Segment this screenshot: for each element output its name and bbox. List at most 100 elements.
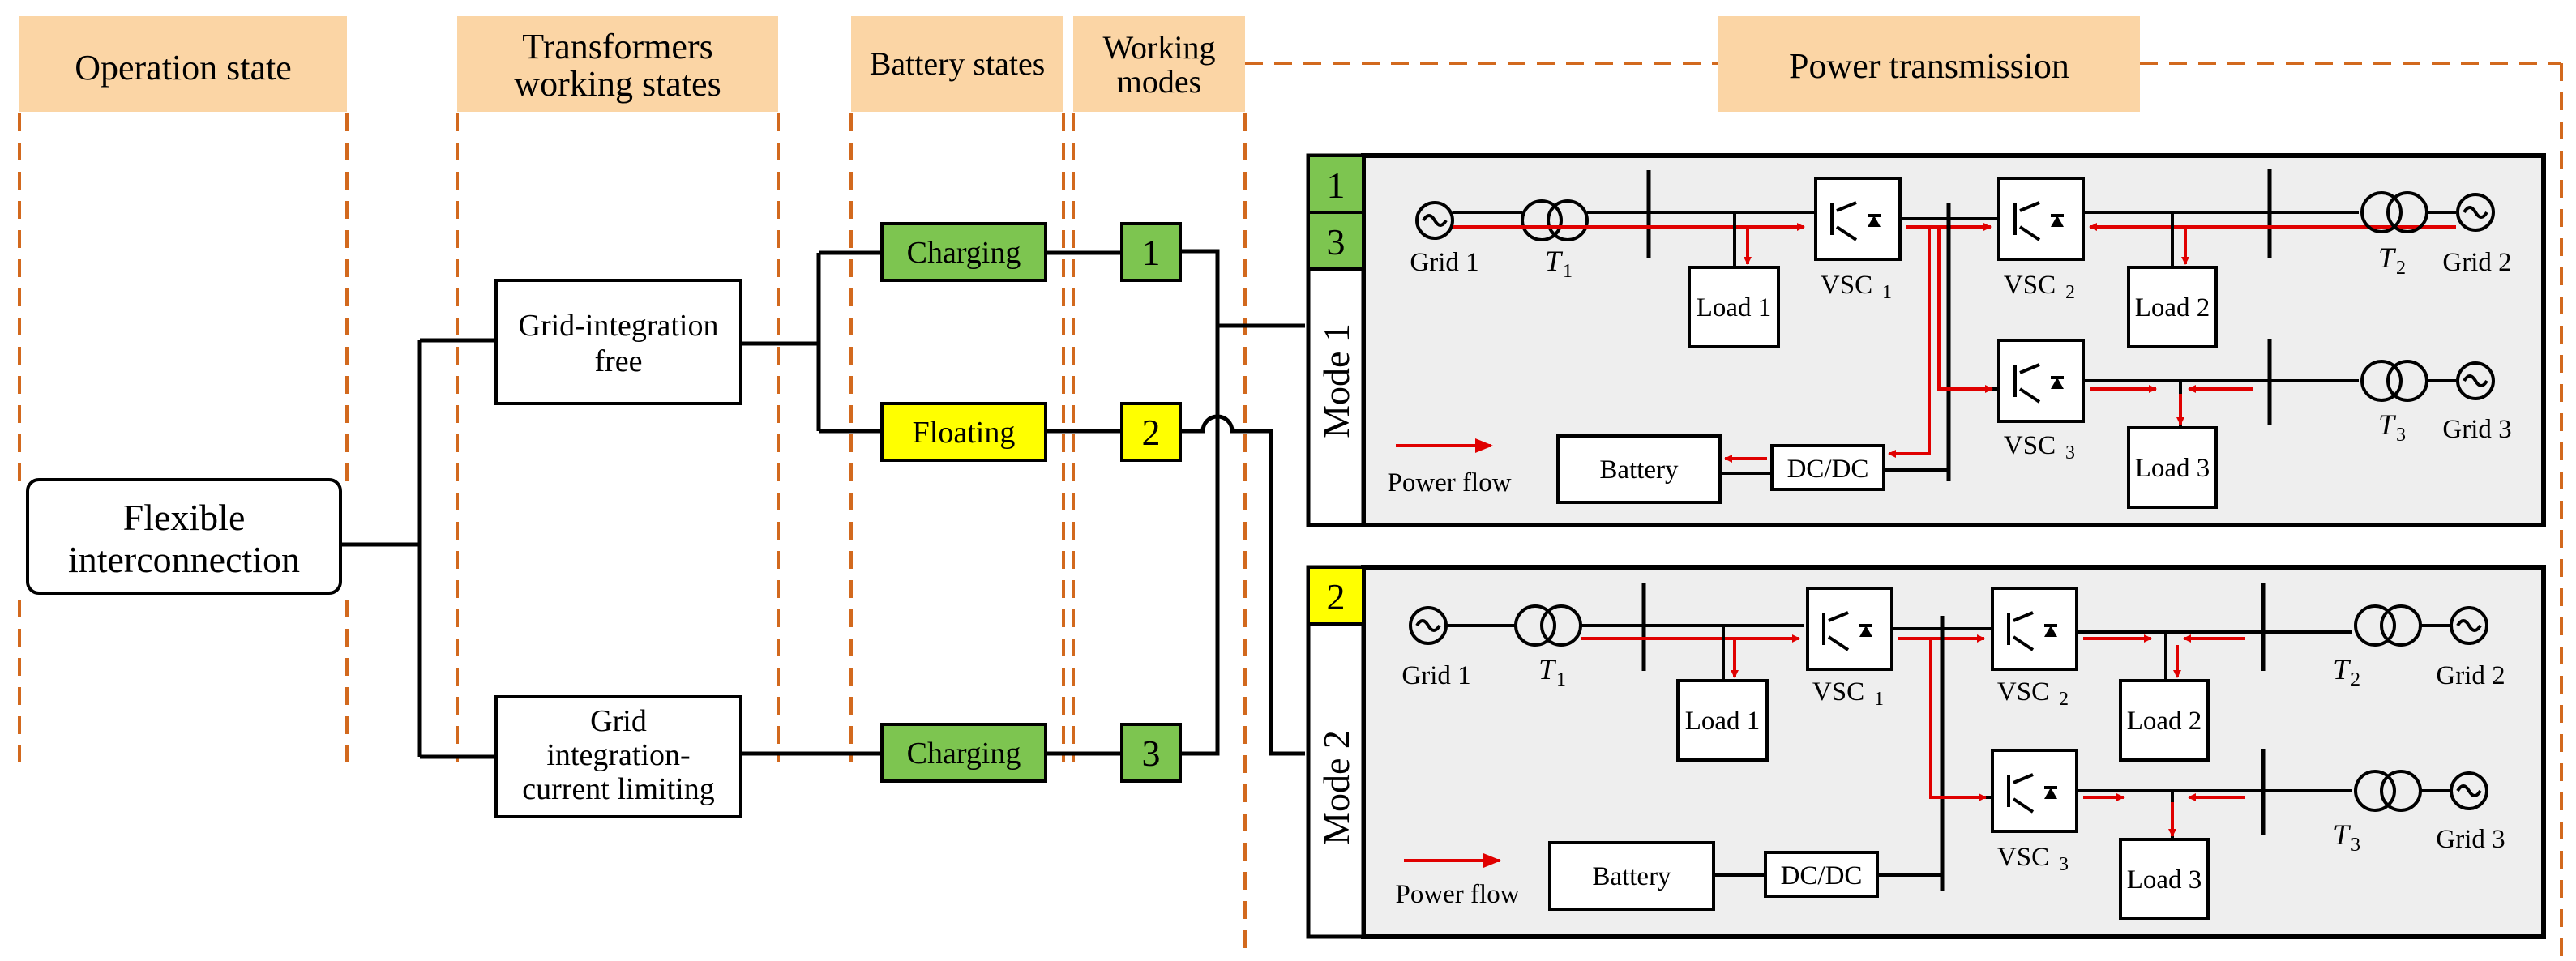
mode1-t3-transformer-icon bbox=[2360, 360, 2403, 402]
header-operation-state: Operation state bbox=[19, 16, 347, 112]
working-mode-1: 1 bbox=[1120, 222, 1182, 282]
mode2-load3-label: Load 3 bbox=[2127, 865, 2202, 895]
mode2-grid3-source-icon bbox=[2450, 771, 2488, 810]
free-line2: free bbox=[594, 344, 642, 378]
mode1-vsc3-icon bbox=[1997, 339, 2085, 423]
flexible-interconnection-box: Flexible interconnection bbox=[26, 478, 342, 595]
mode2-battery bbox=[1548, 841, 1715, 911]
mode2-vsc1-label: VSC bbox=[1812, 677, 1864, 707]
limit-line3: current limiting bbox=[522, 772, 714, 806]
mode1-vsc3-label: VSC bbox=[2004, 431, 2056, 460]
mode1-battery-label: Battery bbox=[1599, 455, 1679, 485]
battery-charging-2-label: Charging bbox=[907, 737, 1021, 771]
battery-floating: Floating bbox=[880, 402, 1047, 462]
mode2-load3 bbox=[2119, 838, 2210, 920]
mode2-grid2-source-icon bbox=[2450, 606, 2488, 645]
header-operation-state-label: Operation state bbox=[75, 48, 292, 88]
mode1-battery bbox=[1556, 434, 1722, 504]
header-transformers-line2: working states bbox=[514, 64, 721, 104]
mode1-t1-sub: 1 bbox=[1563, 261, 1573, 282]
limit-line1: Grid bbox=[590, 704, 647, 738]
mode1-t1-label: T bbox=[1545, 245, 1564, 277]
mode2-t3-label: T bbox=[2333, 818, 2351, 851]
mode2-grid2-label: Grid 2 bbox=[2436, 661, 2505, 690]
battery-floating-label: Floating bbox=[913, 416, 1016, 450]
mode2-t3-sub: 3 bbox=[2351, 835, 2360, 856]
mode1-t3-sub: 3 bbox=[2396, 425, 2406, 446]
mode1-vsc1-icon bbox=[1814, 177, 1902, 261]
header-battery-states-label: Battery states bbox=[870, 45, 1046, 82]
mode1-tag-b: 3 bbox=[1327, 221, 1346, 263]
mode2-load1-label: Load 1 bbox=[1685, 707, 1761, 736]
mode1-title: Mode 1 bbox=[1316, 323, 1357, 438]
working-mode-3: 3 bbox=[1120, 723, 1182, 783]
mode1-tag-a: 1 bbox=[1327, 164, 1346, 206]
mode1-load3-label: Load 3 bbox=[2135, 454, 2210, 483]
mode1-grid2-source-icon bbox=[2456, 193, 2495, 232]
mode1-grid2-label: Grid 2 bbox=[2442, 248, 2511, 277]
mode2-vsc2-icon bbox=[1991, 587, 2078, 671]
mode1-load3 bbox=[2127, 426, 2218, 509]
mode1-grid3-source-icon bbox=[2456, 361, 2495, 400]
battery-charging-2: Charging bbox=[880, 723, 1047, 783]
header-working-modes: Working modes bbox=[1073, 16, 1245, 112]
working-mode-2: 2 bbox=[1120, 402, 1182, 462]
mode1-vsc2-icon bbox=[1997, 177, 2085, 261]
working-mode-3-label: 3 bbox=[1142, 732, 1161, 774]
dashed-column-borders bbox=[18, 62, 2563, 956]
mode2-t1-sub: 1 bbox=[1556, 669, 1566, 690]
flexible-line1: Flexible bbox=[123, 497, 246, 538]
mode1-vsc2-sub: 2 bbox=[2065, 282, 2075, 303]
mode1-t3-label: T bbox=[2378, 408, 2397, 441]
mode1-vsc1-label: VSC bbox=[1821, 271, 1872, 300]
mode2-t3-transformer-icon bbox=[2354, 770, 2396, 812]
mode1-dcdc bbox=[1770, 444, 1885, 491]
grid-integration-free-box: Grid-integration free bbox=[494, 279, 742, 405]
flexible-line2: interconnection bbox=[68, 539, 300, 580]
mode2-vsc2-label: VSC bbox=[1997, 677, 2049, 707]
working-mode-2-label: 2 bbox=[1142, 412, 1161, 453]
mode2-load2-label: Load 2 bbox=[2127, 707, 2202, 736]
header-battery-states: Battery states bbox=[851, 16, 1063, 112]
mode2-t2-transformer-icon bbox=[2354, 604, 2396, 647]
header-power-transmission: Power transmission bbox=[1718, 16, 2140, 112]
mode2-dcdc-label: DC/DC bbox=[1781, 861, 1863, 891]
mode2-t2-sub: 2 bbox=[2351, 669, 2360, 690]
mode2-load2 bbox=[2119, 679, 2210, 762]
free-line1: Grid-integration bbox=[519, 309, 719, 343]
mode1-t2-label: T bbox=[2378, 241, 2397, 274]
mode1-power-flow-label: Power flow bbox=[1387, 468, 1511, 498]
mode2-dcdc bbox=[1764, 851, 1879, 898]
mode2-power-flow-label: Power flow bbox=[1395, 880, 1519, 909]
battery-charging-1: Charging bbox=[880, 222, 1047, 282]
mode2-grid1-label: Grid 1 bbox=[1401, 661, 1470, 690]
limit-line2: integration- bbox=[546, 738, 690, 772]
working-mode-1-label: 1 bbox=[1142, 232, 1161, 273]
header-transformers-working-states: Transformers working states bbox=[457, 16, 778, 112]
mode2-t2-label: T bbox=[2333, 653, 2351, 686]
mode1-load2 bbox=[2127, 266, 2218, 348]
mode1-vsc2-label: VSC bbox=[2004, 271, 2056, 300]
mode2-vsc3-sub: 3 bbox=[2059, 854, 2069, 875]
grid-integration-current-limiting-box: Grid integration- current limiting bbox=[494, 695, 742, 818]
mode1-grid1-label: Grid 1 bbox=[1410, 248, 1478, 277]
header-transformers-line1: Transformers bbox=[522, 27, 712, 66]
mode2-load1 bbox=[1676, 679, 1769, 762]
connector-wires bbox=[340, 249, 1305, 759]
header-working-modes-line1: Working bbox=[1103, 29, 1216, 66]
mode1-load1 bbox=[1688, 266, 1780, 348]
header-power-transmission-label: Power transmission bbox=[1789, 46, 2069, 86]
mode2-title: Mode 2 bbox=[1316, 730, 1357, 845]
mode1-vsc3-sub: 3 bbox=[2065, 442, 2075, 463]
mode2-vsc1-sub: 1 bbox=[1874, 689, 1884, 710]
mode1-load2-label: Load 2 bbox=[2135, 293, 2210, 322]
mode1-dcdc-label: DC/DC bbox=[1787, 455, 1869, 484]
mode1-vsc1-sub: 1 bbox=[1882, 282, 1892, 303]
mode2-grid3-label: Grid 3 bbox=[2436, 825, 2505, 854]
mode2-tag-a: 2 bbox=[1327, 576, 1346, 617]
mode2-battery-label: Battery bbox=[1592, 862, 1671, 891]
battery-charging-1-label: Charging bbox=[907, 236, 1021, 270]
mode1-grid1-source-icon bbox=[1415, 201, 1454, 240]
mode1-t2-sub: 2 bbox=[2396, 258, 2406, 279]
